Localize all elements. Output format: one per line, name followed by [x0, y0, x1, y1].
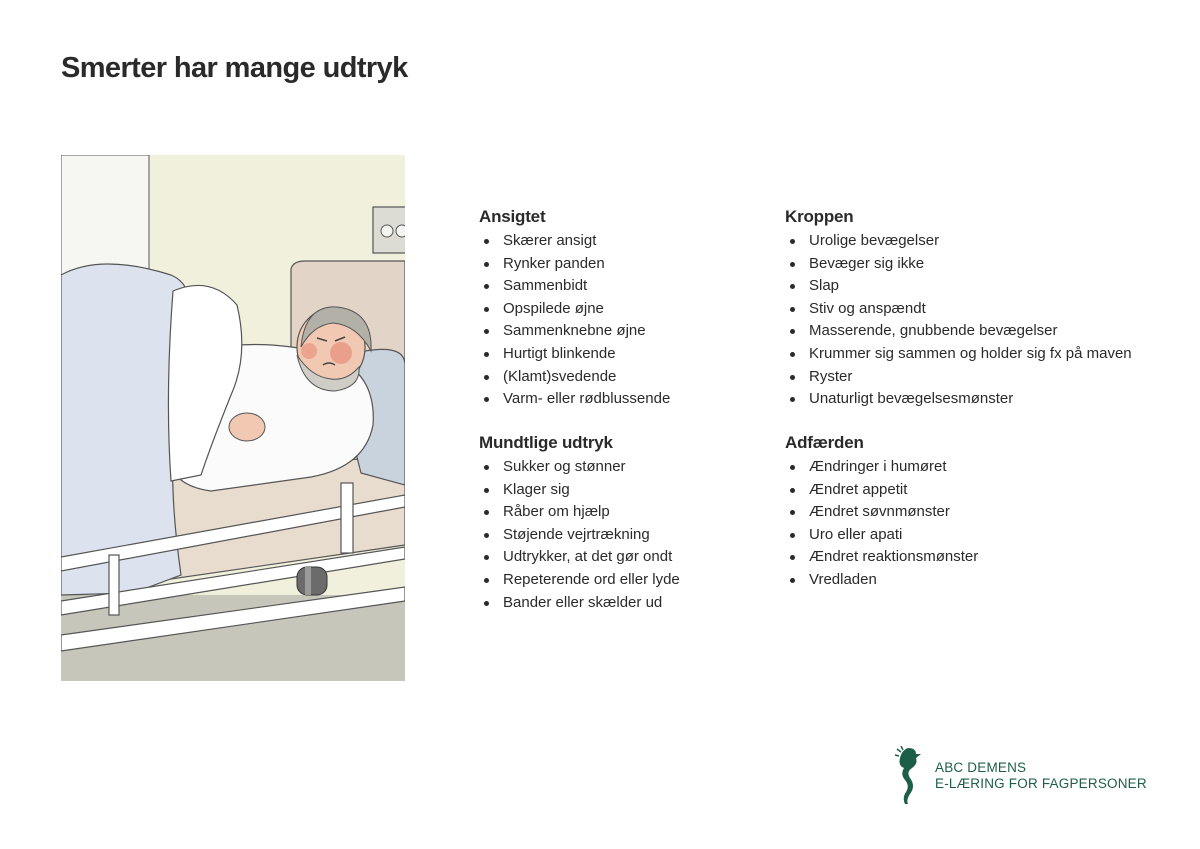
list-item: Uro eller apati [785, 524, 1165, 547]
list-item: Sammenknebne øjne [479, 320, 859, 343]
list-item: Rynker panden [479, 253, 859, 276]
logo-line-1: ABC DEMENS [935, 760, 1027, 775]
section-body-list: Urolige bevægelser Bevæger sig ikke Slap… [785, 230, 1165, 411]
list-item: Ryster [785, 366, 1165, 389]
list-item: Råber om hjælp [479, 501, 859, 524]
list-item: Repeterende ord eller lyde [479, 569, 859, 592]
list-item: Krummer sig sammen og holder sig fx på m… [785, 343, 1165, 366]
list-item: Bevæger sig ikke [785, 253, 1165, 276]
section-behavior-list: Ændringer i humøret Ændret appetit Ændre… [785, 456, 1165, 592]
section-body-heading: Kroppen [785, 207, 854, 226]
list-item: Sammenbidt [479, 275, 859, 298]
logo-line-2: E-LÆRING FOR FAGPERSONER [935, 776, 1147, 791]
list-item: Masserende, gnubbende bevægelser [785, 320, 1165, 343]
section-behavior: Adfærden Ændringer i humøret Ændret appe… [785, 433, 1165, 592]
section-body: Kroppen Urolige bevægelser Bevæger sig i… [785, 207, 1165, 411]
section-face: Ansigtet Skærer ansigt Rynker panden Sam… [479, 207, 859, 411]
list-item: Støjende vejrtrækning [479, 524, 859, 547]
bed-rails [61, 482, 405, 652]
page-title: Smerter har mange udtryk [61, 52, 408, 84]
list-item: Vredladen [785, 569, 1165, 592]
list-item: Sukker og stønner [479, 456, 859, 479]
list-item: Ændret reaktionsmønster [785, 546, 1165, 569]
list-item: (Klamt)svedende [479, 366, 859, 389]
logo-text: ABC DEMENS E-LÆRING FOR FAGPERSONER [935, 760, 1147, 792]
illustration-drawing [61, 155, 405, 681]
patient-in-bed-illustration [61, 155, 405, 681]
list-item: Klager sig [479, 479, 859, 502]
list-item: Unaturligt bevægelsesmønster [785, 388, 1165, 411]
list-item: Hurtigt blinkende [479, 343, 859, 366]
list-item: Ændringer i humøret [785, 456, 1165, 479]
list-item: Ændret appetit [785, 479, 1165, 502]
section-behavior-heading: Adfærden [785, 433, 864, 452]
section-verbal: Mundtlige udtryk Sukker og stønner Klage… [479, 433, 859, 614]
section-verbal-list: Sukker og stønner Klager sig Råber om hj… [479, 456, 859, 614]
list-item: Ændret søvnmønster [785, 501, 1165, 524]
abc-demens-logo: ABC DEMENS E-LÆRING FOR FAGPERSONER [894, 746, 1147, 806]
list-item: Varm- eller rødblussende [479, 388, 859, 411]
list-item: Slap [785, 275, 1165, 298]
section-face-list: Skærer ansigt Rynker panden Sammenbidt O… [479, 230, 859, 411]
section-verbal-heading: Mundtlige udtryk [479, 433, 613, 452]
list-item: Stiv og anspændt [785, 298, 1165, 321]
list-item: Skærer ansigt [479, 230, 859, 253]
list-item: Urolige bevægelser [785, 230, 1165, 253]
list-item: Bander eller skælder ud [479, 592, 859, 615]
section-face-heading: Ansigtet [479, 207, 546, 226]
list-item: Opspilede øjne [479, 298, 859, 321]
list-item: Udtrykker, at det gør ondt [479, 546, 859, 569]
seahorse-icon [894, 746, 921, 804]
